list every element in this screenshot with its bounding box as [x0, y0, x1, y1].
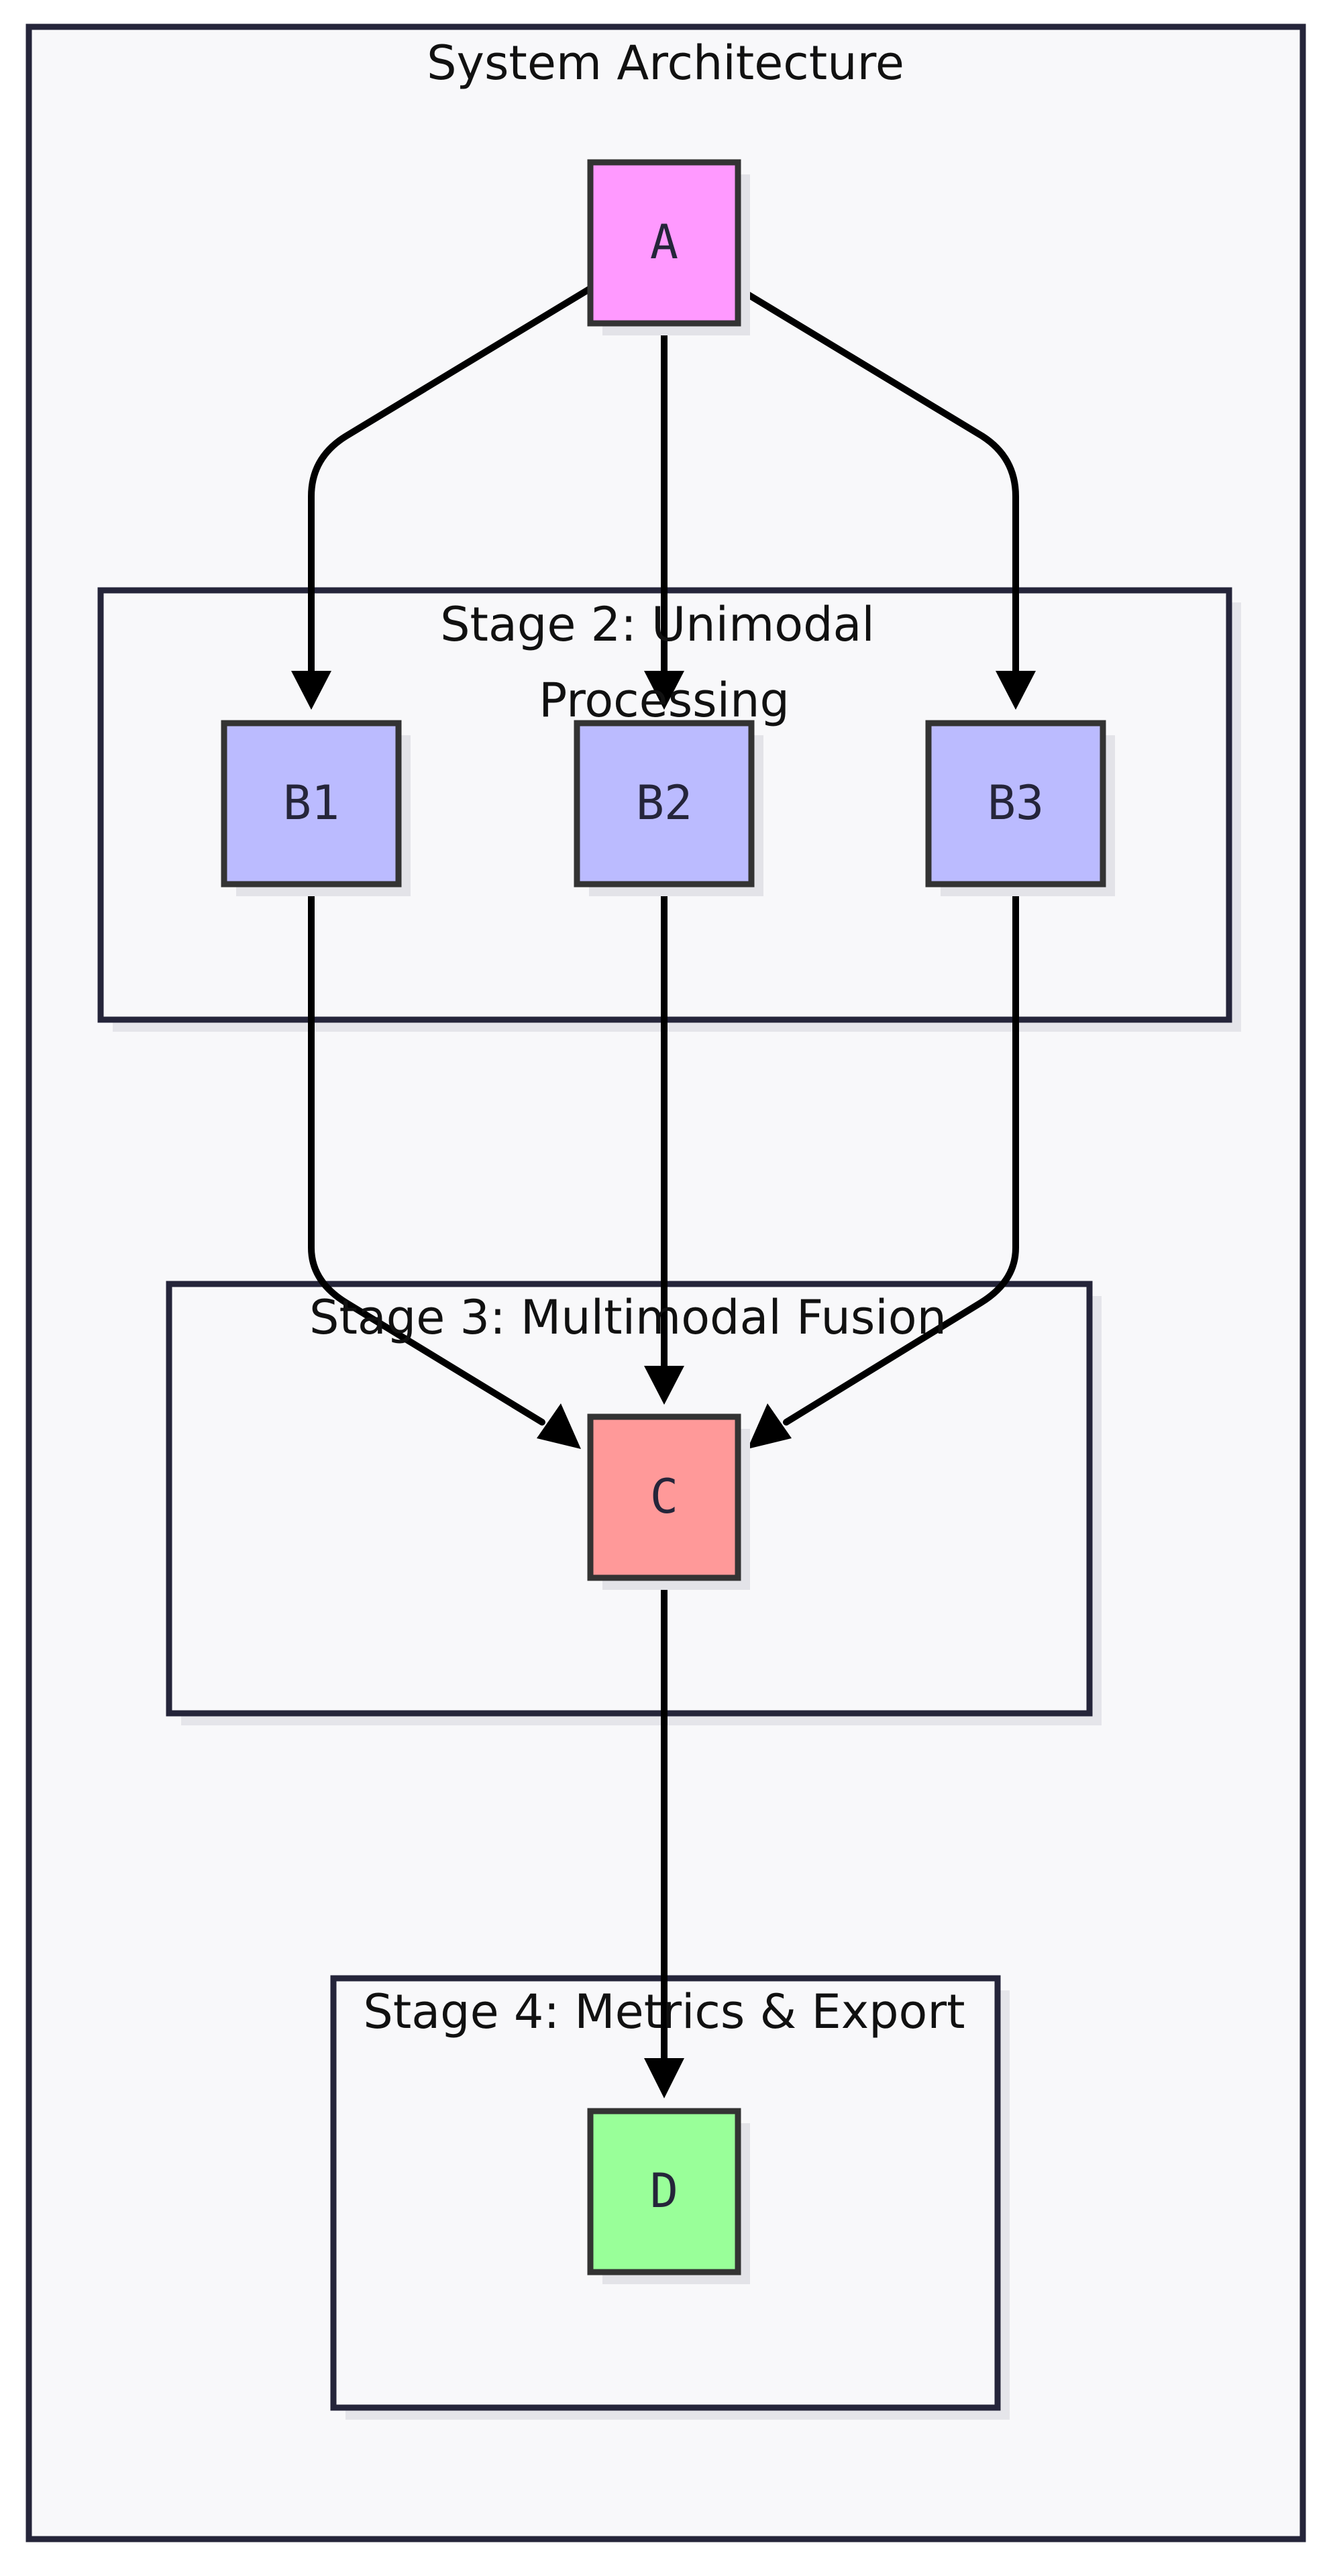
edges — [291, 285, 1036, 2098]
node-d-box — [587, 2108, 741, 2275]
arrowhead-b1-c — [537, 1403, 581, 1449]
arrowhead-a-b2 — [644, 671, 684, 710]
edge-b1-c — [308, 881, 545, 1426]
node-c: C — [587, 1413, 750, 1590]
arrowhead-a-b3 — [996, 671, 1036, 710]
group-label-stage2-line1: Stage 2: Unimodal — [440, 597, 875, 652]
node-a: A — [587, 159, 750, 335]
node-a-label: A — [650, 215, 678, 270]
node-b1-label: B1 — [283, 775, 339, 830]
edge-a-b3 — [735, 285, 1019, 674]
node-b2-label: B2 — [636, 775, 692, 830]
node-d-label: D — [650, 2163, 678, 2218]
node-b3: B3 — [925, 720, 1115, 896]
edge-a-b1 — [308, 285, 594, 674]
node-b2: B2 — [574, 720, 763, 896]
node-c-box — [587, 1413, 741, 1581]
arrowhead-a-b1 — [291, 671, 331, 710]
node-b3-box — [925, 720, 1106, 888]
node-b1: B1 — [221, 720, 411, 896]
arrowhead-c-d — [644, 2058, 684, 2098]
arrowhead-b2-c — [644, 1366, 684, 1405]
node-b1-box — [221, 720, 402, 888]
diagram-title: System Architecture — [427, 36, 904, 91]
node-c-label: C — [650, 1469, 678, 1524]
arrowhead-b3-c — [747, 1403, 792, 1449]
group-label-stage2-line2: Processing — [539, 673, 790, 728]
node-b3-label: B3 — [988, 775, 1044, 830]
node-d: D — [587, 2108, 750, 2284]
edge-b3-c — [783, 881, 1019, 1426]
node-b2-box — [574, 720, 755, 888]
node-a-box — [587, 159, 741, 327]
group-label-stage4: Stage 4: Metrics & Export — [363, 1984, 965, 2039]
group-label-stage3: Stage 3: Multimodal Fusion — [309, 1290, 947, 1345]
